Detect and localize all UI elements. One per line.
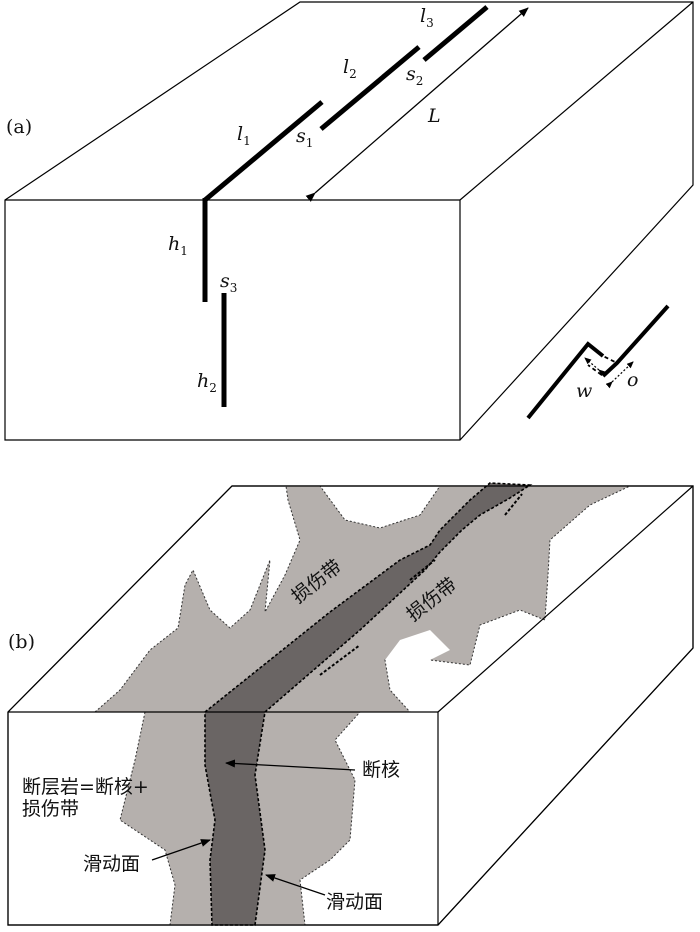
label-l3: l3 [420, 5, 434, 30]
overlap-diagram [526, 304, 670, 420]
fault-rock-label-2: 损伤带 [22, 798, 79, 820]
panel-b-label: (b) [8, 631, 35, 653]
fault-rock-label-1: 断层岩=断核+ [22, 776, 149, 798]
slip-surface-arrow-1 [151, 839, 211, 861]
fault-core-label: 断核 [362, 759, 400, 781]
fault-core [204, 482, 533, 926]
label-l2: l2 [343, 56, 357, 81]
label-s3: s3 [220, 270, 237, 295]
label-h2: h2 [197, 370, 217, 395]
panel-b-edges [7, 485, 694, 926]
label-o: o [627, 369, 638, 391]
slip-surface-label-2: 滑动面 [326, 891, 383, 913]
label-s1: s1 [296, 125, 313, 150]
splay-2 [409, 559, 436, 581]
label-s2: s2 [406, 63, 423, 88]
panel-a-label: (a) [6, 116, 32, 138]
fault-segments-front [202, 198, 227, 407]
label-h1: h1 [168, 233, 188, 258]
label-L: L [427, 105, 441, 127]
slip-surface-label-1: 滑动面 [83, 853, 140, 875]
splay-1 [319, 644, 361, 676]
length-arrow [305, 7, 529, 202]
label-w: w [576, 380, 592, 402]
label-l1: l1 [237, 123, 251, 148]
fault-core-arrow [225, 759, 356, 771]
segment-l1 [203, 100, 324, 202]
slip-surface-arrow-2 [265, 874, 326, 896]
splay-3 [504, 493, 523, 516]
